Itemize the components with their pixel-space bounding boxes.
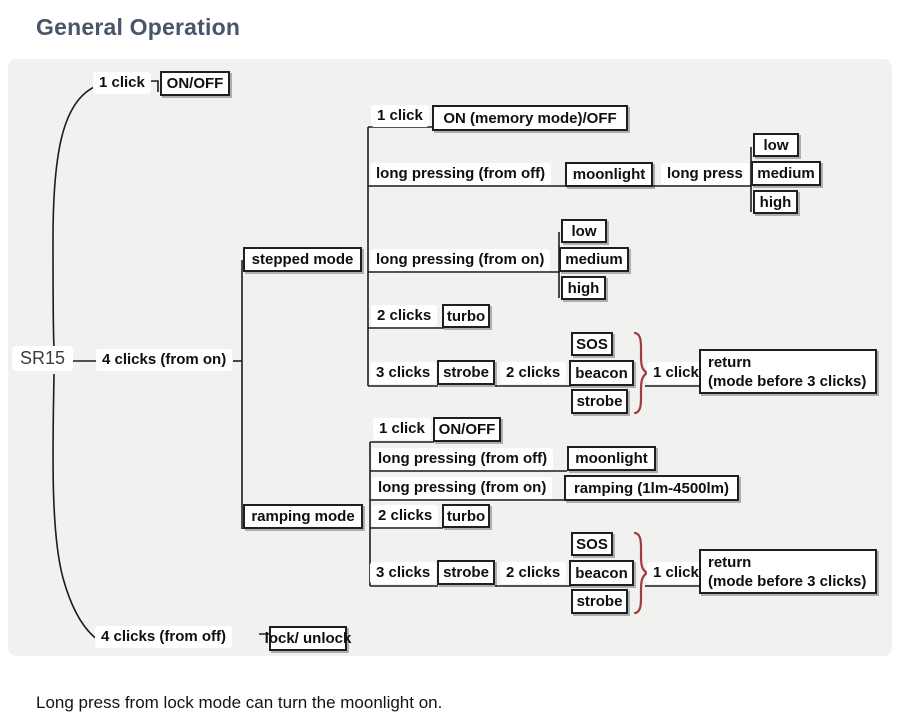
node-turbo-stepped: turbo xyxy=(442,304,490,328)
return-line-1: return xyxy=(708,553,752,571)
node-stepped-mode: stepped mode xyxy=(243,247,362,272)
node-ramping-range: ramping (1lm-4500lm) xyxy=(564,475,739,501)
trigger-4clicks-from-on: 4 clicks (from on) xyxy=(96,349,233,371)
node-strobe2-stepped: strobe xyxy=(571,389,628,414)
node-on-off-ramping: ON/OFF xyxy=(433,417,501,442)
node-return-ramping: return (mode before 3 clicks) xyxy=(699,549,877,594)
ramping-trigger-longpress-on: long pressing (from on) xyxy=(372,477,553,499)
curve-root-to-1click xyxy=(52,84,100,348)
stepped-trigger-longpress: long press xyxy=(661,163,749,185)
root-node: SR15 xyxy=(12,346,74,371)
stepped-trigger-longpress-off: long pressing (from off) xyxy=(370,163,552,185)
ramping-trigger-longpress-off: long pressing (from off) xyxy=(372,448,554,470)
footnote-text: Long press from lock mode can turn the m… xyxy=(36,693,443,712)
node-beacon-ramping: beacon xyxy=(569,560,634,586)
node-beacon-stepped: beacon xyxy=(569,360,634,386)
ramping-trigger-2clicks-sub: 2 clicks xyxy=(500,562,567,584)
node-strobe2-ramping: strobe xyxy=(571,589,628,614)
node-on-off-top: ON/OFF xyxy=(160,71,230,96)
node-low-1: low xyxy=(753,133,799,157)
node-sos-ramping: SOS xyxy=(571,532,613,556)
return-line-2: (mode before 3 clicks) xyxy=(708,572,867,590)
node-low-2: low xyxy=(561,219,607,243)
ramping-trigger-3clicks: 3 clicks xyxy=(370,562,437,584)
node-lock-unlock: lock/ unlock xyxy=(265,626,351,651)
node-moonlight-ramping: moonlight xyxy=(567,446,656,471)
curve-root-to-4clicks-off xyxy=(52,373,99,641)
return-line-1: return xyxy=(708,353,752,371)
stepped-trigger-3clicks: 3 clicks xyxy=(370,362,437,384)
stepped-trigger-2clicks: 2 clicks xyxy=(371,305,438,327)
node-turbo-ramping: turbo xyxy=(442,504,490,528)
node-medium-2: medium xyxy=(559,247,629,272)
trigger-4clicks-from-off: 4 clicks (from off) xyxy=(95,626,233,648)
node-moonlight-stepped: moonlight xyxy=(565,162,653,187)
stepped-trigger-2clicks-sub: 2 clicks xyxy=(500,362,567,384)
ramping-trigger-1click-return: 1 click xyxy=(647,562,705,584)
stepped-trigger-longpress-on: long pressing (from on) xyxy=(370,249,551,271)
node-on-memory-off: ON (memory mode)/OFF xyxy=(432,105,628,131)
brace-stepped-submodes xyxy=(633,331,650,415)
node-ramping-mode: ramping mode xyxy=(243,504,363,529)
node-strobe-stepped: strobe xyxy=(437,360,495,385)
brace-ramping-submodes xyxy=(633,531,650,615)
stepped-trigger-1click-return: 1 click xyxy=(647,362,705,384)
node-high-1: high xyxy=(753,190,798,214)
page-title: General Operation xyxy=(36,14,241,40)
return-line-2: (mode before 3 clicks) xyxy=(708,372,867,390)
trigger-1click-top: 1 click xyxy=(93,72,151,94)
ramping-trigger-2clicks: 2 clicks xyxy=(372,505,439,527)
node-sos-stepped: SOS xyxy=(571,332,613,356)
node-return-stepped: return (mode before 3 clicks) xyxy=(699,349,877,394)
ramping-trigger-1click: 1 click xyxy=(373,418,431,440)
node-medium-1: medium xyxy=(751,161,821,186)
stepped-trigger-1click: 1 click xyxy=(371,105,429,127)
node-strobe-ramping: strobe xyxy=(437,560,495,585)
node-high-2: high xyxy=(561,276,606,300)
